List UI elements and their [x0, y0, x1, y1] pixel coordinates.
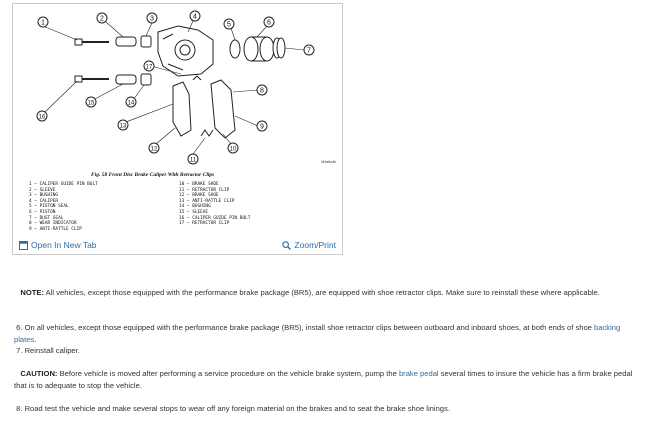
- legend-item: 7 – DUST SEAL: [29, 215, 64, 221]
- legend-item: 4 – CALIPER: [29, 198, 59, 204]
- svg-text:15: 15: [88, 101, 95, 107]
- callout-4-icon: 4: [189, 10, 201, 22]
- bushing-bottom: [140, 73, 152, 86]
- caution-paragraph: CAUTION: Before vehicle is moved after p…: [14, 368, 644, 391]
- sleeve-bottom: [115, 74, 137, 85]
- svg-text:17: 17: [146, 65, 153, 71]
- zoom-print-link[interactable]: Zoom/Print: [282, 240, 336, 250]
- retractor-clip: [200, 129, 214, 137]
- caution-text-2: several times to insure the vehicle has …: [14, 369, 633, 390]
- legend-item: 17 – RETRACTOR CLIP: [179, 221, 230, 227]
- svg-text:6: 6: [267, 20, 271, 27]
- callout-16-icon: 16: [36, 110, 48, 122]
- svg-text:7: 7: [307, 48, 311, 55]
- callout-11-icon: 11: [187, 153, 199, 165]
- callout-8-icon: 8: [256, 84, 268, 96]
- step-7-paragraph: 7. Reinstall caliper.: [14, 345, 644, 357]
- callout-7-icon: 7: [303, 44, 315, 56]
- callout-9-icon: 9: [256, 120, 268, 132]
- callout-5-icon: 5: [223, 18, 235, 30]
- step-8-text: 8. Road test the vehicle and make severa…: [16, 404, 450, 413]
- dust-seal: [272, 37, 286, 59]
- note-label: NOTE:: [20, 288, 44, 297]
- legend-item: 15 – SLEEVE: [179, 209, 209, 215]
- legend-item: 11 – RETRACTOR CLIP: [179, 187, 230, 193]
- piston: [243, 36, 275, 62]
- callout-15-icon: 15: [85, 96, 97, 108]
- svg-text:2: 2: [100, 16, 104, 23]
- backing-plates-link[interactable]: backing plates: [14, 323, 621, 344]
- svg-text:3: 3: [150, 16, 154, 23]
- caliper-guide-pin-bolt-top: [74, 38, 109, 46]
- step-6-text: 6. On all vehicles, except those equippe…: [16, 323, 595, 332]
- open-in-new-tab-label: Open In New Tab: [31, 240, 97, 250]
- sleeve-top: [115, 36, 137, 47]
- open-in-new-tab-link[interactable]: Open In New Tab: [19, 240, 97, 250]
- legend-item: 16 – CALIPER GUIDE PIN BOLT: [179, 215, 251, 221]
- retractor-clip-top: [192, 75, 202, 81]
- legend-item: 8 – WEAR INDICATOR: [29, 221, 77, 227]
- svg-text:5: 5: [227, 22, 231, 29]
- svg-text:12: 12: [151, 147, 158, 153]
- legend-item: 2 – SLEEVE: [29, 187, 56, 193]
- callout-1-icon: 1: [37, 16, 49, 28]
- brake-caliper-diagram: 1 2 3 4 5 6 7 8 9 10 11 12 13 14 15 16 1…: [36, 10, 315, 165]
- legend-item: 1 – CALIPER GUIDE PIN BOLT: [29, 182, 98, 187]
- piston-seal: [229, 39, 241, 59]
- new-tab-icon: [19, 240, 28, 250]
- caution-label: CAUTION:: [20, 369, 58, 378]
- bushing-top: [140, 35, 152, 48]
- magnifier-icon: [282, 240, 292, 250]
- callout-2-icon: 2: [96, 12, 108, 24]
- note-paragraph: NOTE: All vehicles, except those equippe…: [14, 287, 644, 299]
- caliper-body: [157, 25, 214, 77]
- legend-right: 10 – BRAKE SHOE 11 – RETRACTOR CLIP 12 –…: [179, 182, 250, 227]
- callout-12-icon: 12: [148, 142, 160, 154]
- step-6-end: .: [34, 334, 37, 344]
- callout-17-icon: 17: [143, 60, 155, 72]
- figure-watermark: M4a6a4b: [321, 160, 336, 164]
- step-8-paragraph: 8. Road test the vehicle and make severa…: [14, 403, 644, 415]
- svg-text:10: 10: [230, 147, 237, 153]
- step-6-paragraph: 6. On all vehicles, except those equippe…: [14, 322, 644, 345]
- svg-text:9: 9: [260, 124, 264, 131]
- legend-left: 1 – CALIPER GUIDE PIN BOLT 2 – SLEEVE 3 …: [29, 182, 98, 232]
- callout-3-icon: 3: [146, 12, 158, 24]
- callout-13-icon: 13: [117, 119, 129, 131]
- legend-item: 14 – BUSHING: [179, 204, 211, 210]
- brake-pedal-link[interactable]: brake pedal: [398, 369, 439, 378]
- legend-item: 5 – PISTON SEAL: [29, 204, 69, 210]
- legend-item: 13 – ANTI-RATTLE CLIP: [179, 198, 235, 204]
- caution-text-1: Before vehicle is moved after performing…: [57, 369, 399, 378]
- brake-shoe-outer: [210, 79, 236, 139]
- zoom-print-label: Zoom/Print: [294, 240, 336, 250]
- callout-6-icon: 6: [263, 16, 275, 28]
- svg-text:8: 8: [260, 88, 264, 95]
- callout-10-icon: 10: [227, 142, 239, 154]
- note-text: All vehicles, except those equipped with…: [43, 288, 600, 297]
- figure-panel: 1 2 3 4 5 6 7 8 9 10 11 12 13 14 15 16 1…: [12, 3, 343, 255]
- svg-text:16: 16: [39, 115, 46, 121]
- svg-text:13: 13: [120, 124, 127, 130]
- svg-text:4: 4: [193, 14, 197, 21]
- svg-text:1: 1: [41, 20, 45, 27]
- brake-shoe-inner: [172, 81, 192, 137]
- figure-title: Fig. 58 Front Disc Brake Caliper With Re…: [91, 172, 215, 178]
- figure-footer: Open In New Tab Zoom/Print: [13, 239, 342, 255]
- svg-text:14: 14: [128, 101, 135, 107]
- step-7-text: 7. Reinstall caliper.: [16, 346, 80, 355]
- callout-14-icon: 14: [125, 96, 137, 108]
- legend-item: 12 – BRAKE SHOE: [179, 193, 219, 199]
- caliper-guide-pin-bolt-bottom: [74, 75, 109, 83]
- legend-item: 9 – ANTI-RATTLE CLIP: [29, 226, 82, 232]
- legend-item: 6 – PISTON: [29, 209, 56, 215]
- svg-text:11: 11: [190, 158, 197, 164]
- legend-item: 10 – BRAKE SHOE: [179, 182, 219, 187]
- legend-item: 3 – BUSHING: [29, 193, 59, 199]
